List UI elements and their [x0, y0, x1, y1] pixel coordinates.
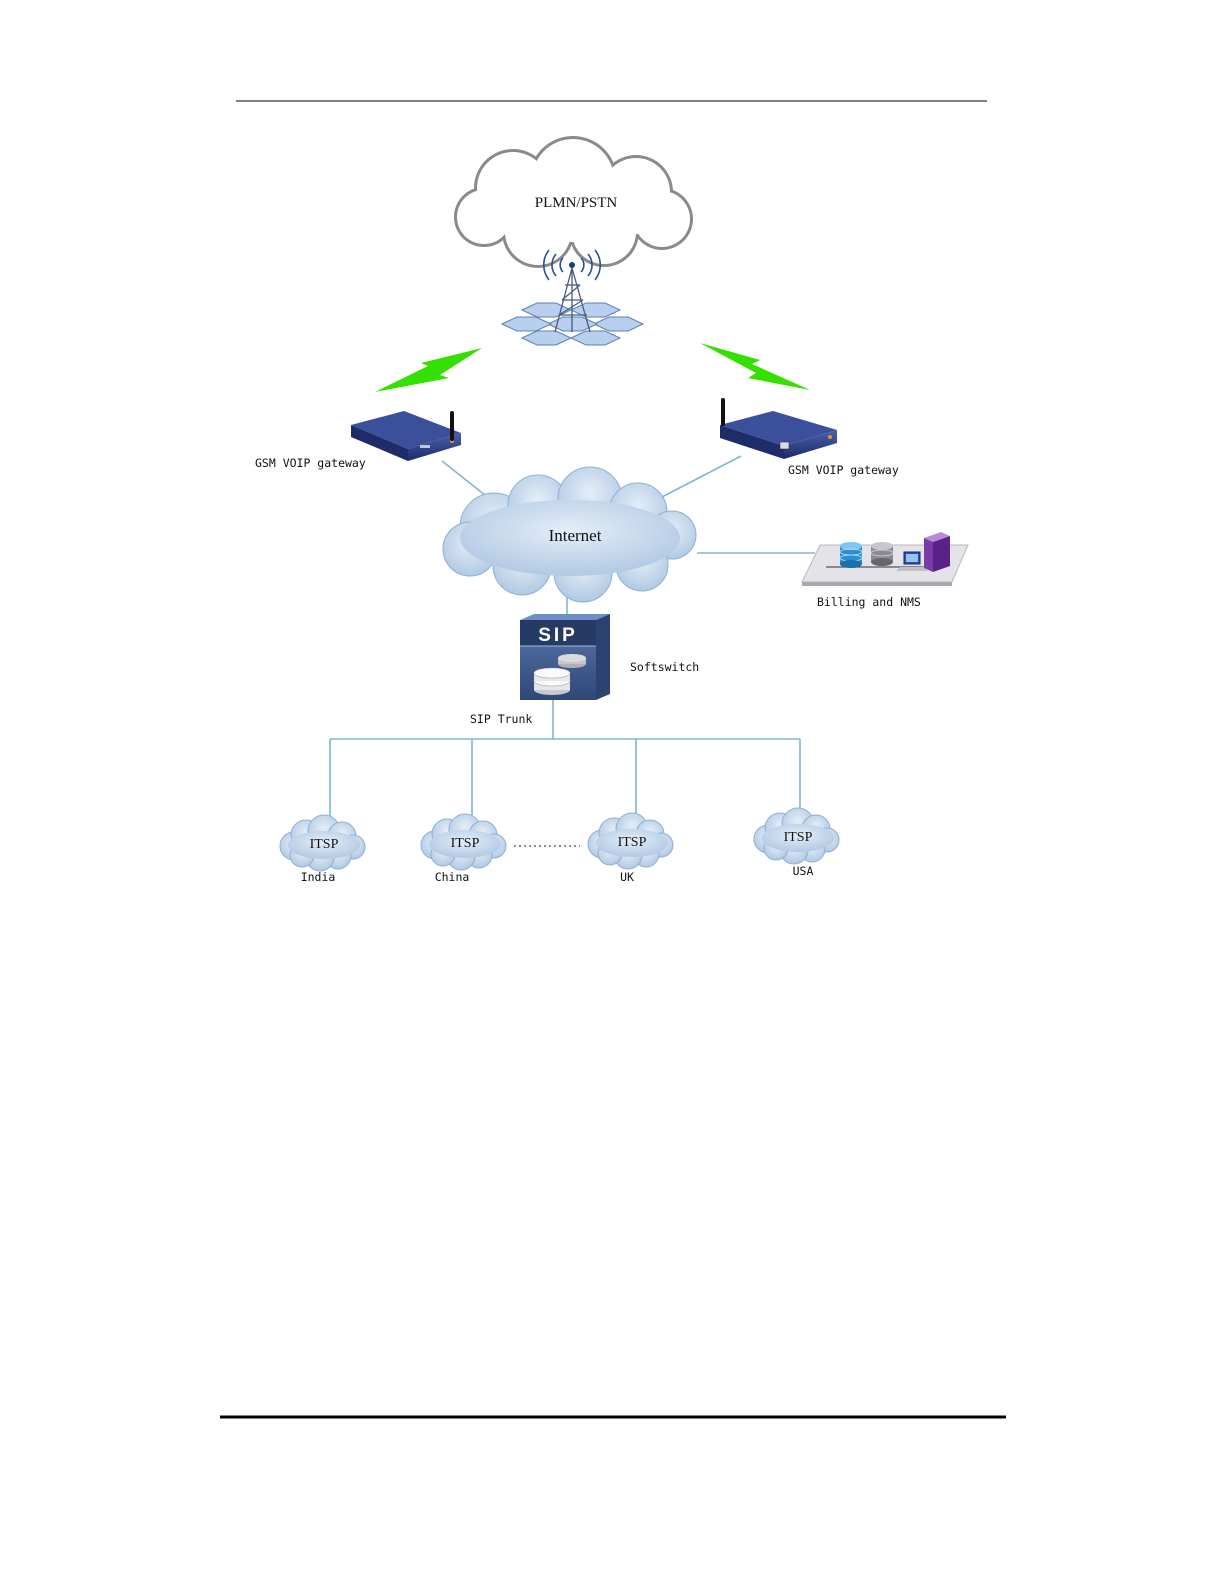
itsp-cloud-usa: ITSP USA — [754, 808, 839, 878]
plmn-pstn-cloud: PLMN/PSTN — [454, 136, 693, 268]
link-right-gateway-internet — [662, 456, 741, 497]
itsp-label: ITSP — [451, 836, 480, 851]
country-label-india: India — [301, 870, 336, 884]
server-tower-icon — [924, 532, 950, 572]
billing-nms-icon: Billing and NMS — [802, 532, 968, 609]
itsp-label: ITSP — [310, 837, 339, 852]
itsp-label: ITSP — [784, 830, 813, 845]
wireless-link-icon-right — [700, 343, 810, 390]
itsp-cloud-china: ITSP China — [421, 814, 506, 884]
itsp-label: ITSP — [618, 835, 647, 850]
country-label-usa: USA — [793, 864, 814, 878]
internet-cloud: Internet — [443, 467, 696, 602]
country-label-uk: UK — [620, 870, 634, 884]
sip-badge: SIP — [538, 625, 578, 646]
gsm-gateway-left-icon: GSM VOIP gateway — [255, 411, 461, 470]
billing-nms-label: Billing and NMS — [817, 595, 921, 609]
softswitch-icon: SIP Softswitch SIP Trunk — [470, 614, 699, 726]
database-icon-gray — [871, 542, 893, 566]
wireless-link-icon-left — [375, 348, 482, 392]
plmn-pstn-label: PLMN/PSTN — [535, 195, 618, 211]
itsp-cloud-india: ITSP India — [280, 815, 365, 884]
gsm-gateway-right-icon: GSM VOIP gateway — [720, 398, 899, 477]
internet-label: Internet — [549, 526, 602, 545]
sip-trunk-label: SIP Trunk — [470, 712, 532, 726]
gateway-left-label: GSM VOIP gateway — [255, 456, 366, 470]
database-icon-blue — [840, 542, 862, 568]
gateway-right-label: GSM VOIP gateway — [788, 463, 899, 477]
softswitch-label: Softswitch — [630, 660, 699, 674]
itsp-cloud-uk: ITSP UK — [588, 813, 673, 884]
country-label-china: China — [435, 870, 470, 884]
